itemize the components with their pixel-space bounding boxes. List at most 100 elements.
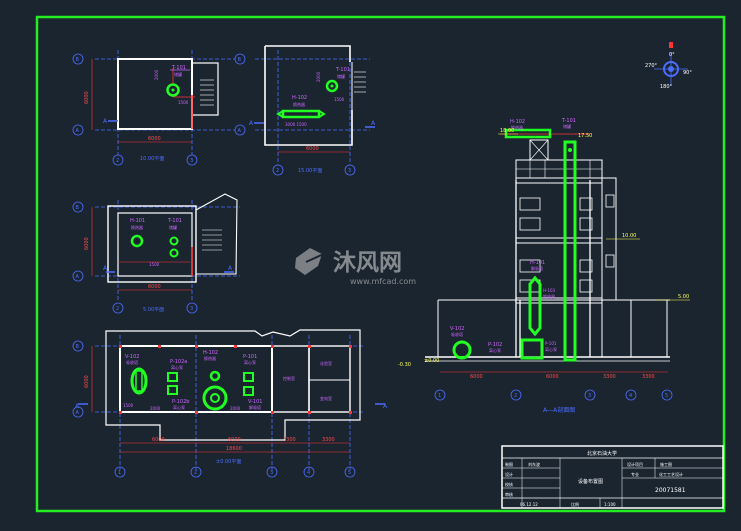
plan5-side-dim: 6000 (84, 237, 90, 250)
plan10-dim: 6000 (148, 136, 161, 142)
svg-text:离心泵: 离心泵 (171, 364, 183, 370)
title-block: 北京石油大学 制图 设计 校核 审核 刘东波 设备布置图 设计项目 施工图 专业… (501, 445, 724, 509)
plan5-dim: 6000 (148, 284, 161, 290)
watermark: 沐风网 www.mfcad.com (295, 248, 416, 286)
svg-text:校核: 校核 (505, 481, 513, 487)
ground-tag-4: P-102b (172, 399, 189, 405)
svg-text:2000: 2000 (316, 71, 321, 82)
svg-text:4: 4 (629, 393, 632, 399)
svg-text:B: B (238, 57, 242, 63)
plan10-scale-label: 10.00平面 (140, 156, 164, 162)
watermark-brand: 沐风网 (333, 250, 402, 276)
svg-text:A: A (249, 120, 254, 127)
svg-text:审核: 审核 (505, 491, 513, 497)
plan10-tag-t: T-101 (171, 65, 186, 71)
svg-text:比例: 比例 (571, 501, 579, 507)
svg-text:H-103: H-103 (543, 288, 556, 293)
svg-text:A: A (75, 403, 80, 410)
svg-text:3: 3 (190, 306, 193, 312)
compass-east: 90° (683, 70, 692, 76)
svg-text:离心泵: 离心泵 (489, 347, 501, 353)
svg-text:换热器: 换热器 (293, 101, 305, 107)
svg-text:A: A (238, 128, 242, 134)
svg-text:6000: 6000 (546, 374, 559, 380)
svg-text:吸收塔: 吸收塔 (451, 331, 463, 337)
svg-text:3300: 3300 (322, 437, 335, 443)
plan10-side-dim: 6000 (84, 91, 90, 104)
title-school: 北京石油大学 (587, 450, 617, 457)
plan-15m: T-101 储罐 2000 1500 H-102 换热器 3000 1500 6… (234, 45, 376, 176)
ground-tag-3: P-101 (243, 354, 257, 360)
section-title: A—A剖面图 (543, 406, 575, 414)
svg-text:A: A (103, 265, 108, 272)
svg-text:1500: 1500 (123, 403, 134, 408)
elevation-0: ±0.00 (424, 358, 439, 364)
svg-text:3300: 3300 (603, 374, 616, 380)
svg-text:3: 3 (270, 470, 273, 476)
svg-text:2000: 2000 (150, 406, 161, 411)
svg-text:6000: 6000 (228, 437, 241, 443)
section-tag-h102: H-102 (510, 119, 525, 125)
svg-text:3: 3 (348, 168, 351, 174)
section-tag-h101: H-101 (530, 260, 545, 266)
title-construction: 施工图 (660, 461, 672, 467)
svg-text:4: 4 (307, 470, 310, 476)
svg-text:换热器: 换热器 (543, 293, 555, 299)
svg-text:换热器: 换热器 (204, 355, 216, 361)
section-aa: H-102 换热器 T-101 储罐 H-101 解吸塔 H-103 换热器 V… (398, 118, 690, 414)
drawing-border (35, 15, 726, 513)
section-tag-v102: V-102 (450, 326, 464, 332)
plan-ground: 控制室 化验室 变电室 V-102 吸收塔 P-102a 离心泵 H-102 换… (72, 329, 388, 478)
svg-text:6000: 6000 (470, 374, 483, 380)
plan5-tag-t: T-101 (167, 218, 182, 224)
title-drawing-no: 20071581 (655, 487, 686, 494)
svg-text:变电室: 变电室 (320, 395, 332, 401)
svg-text:3: 3 (588, 393, 591, 399)
plan-10m: T-101 储罐 2000 1500 6000 6000 10.00平面 B A… (72, 50, 235, 166)
svg-text:2: 2 (514, 393, 517, 399)
compass-icon: 0° 90° 180° 270° (645, 42, 692, 90)
ground-total-dim: 18600 (226, 446, 242, 452)
svg-text:A: A (228, 265, 233, 272)
svg-text:A: A (76, 410, 80, 416)
plan15-dim: 6000 (306, 146, 319, 152)
svg-text:A: A (76, 274, 80, 280)
svg-text:解吸塔: 解吸塔 (531, 265, 543, 271)
svg-text:3300: 3300 (642, 374, 655, 380)
svg-text:5: 5 (348, 470, 351, 476)
svg-text:3300: 3300 (283, 437, 296, 443)
svg-text:B: B (76, 344, 80, 350)
plan-5m: H-101 换热器 T-101 储罐 1500 6000 6000 5.00平面… (72, 193, 240, 314)
ground-tag-5: V-101 (248, 399, 262, 405)
elevation-18: 18.00 (500, 128, 514, 134)
svg-text:2: 2 (194, 470, 197, 476)
svg-text:A: A (371, 120, 376, 127)
svg-text:1500: 1500 (334, 97, 345, 102)
svg-text:6000: 6000 (84, 375, 90, 388)
svg-text:2: 2 (116, 306, 119, 312)
svg-text:储罐: 储罐 (563, 123, 571, 129)
plan15-tag-h: H-102 (292, 95, 307, 101)
svg-text:储罐: 储罐 (169, 224, 177, 230)
svg-text:储罐: 储罐 (337, 73, 345, 79)
svg-text:1: 1 (118, 470, 121, 476)
svg-text:刘东波: 刘东波 (528, 461, 540, 467)
svg-text:储罐: 储罐 (174, 71, 182, 77)
svg-text:吸收塔: 吸收塔 (126, 359, 138, 365)
title-scale: 1:100 (604, 502, 616, 507)
svg-text:换热器: 换热器 (511, 124, 523, 130)
title-drawing-name: 设备布置图 (578, 478, 603, 485)
svg-text:设计: 设计 (505, 471, 513, 477)
ground-tag-1: P-102a (170, 359, 187, 365)
svg-text:2: 2 (116, 158, 119, 164)
watermark-url: www.mfcad.com (350, 277, 416, 286)
title-process: 化工工艺设计 (659, 471, 683, 477)
compass-west: 270° (645, 63, 658, 69)
svg-text:解吸塔: 解吸塔 (249, 404, 261, 410)
ground-scale-label: ±0.00平面 (216, 459, 241, 465)
compass-south: 180° (660, 84, 673, 90)
section-tag-t101: T-101 (561, 118, 576, 124)
svg-text:3: 3 (190, 158, 193, 164)
ground-tag-0: V-102 (125, 354, 139, 360)
